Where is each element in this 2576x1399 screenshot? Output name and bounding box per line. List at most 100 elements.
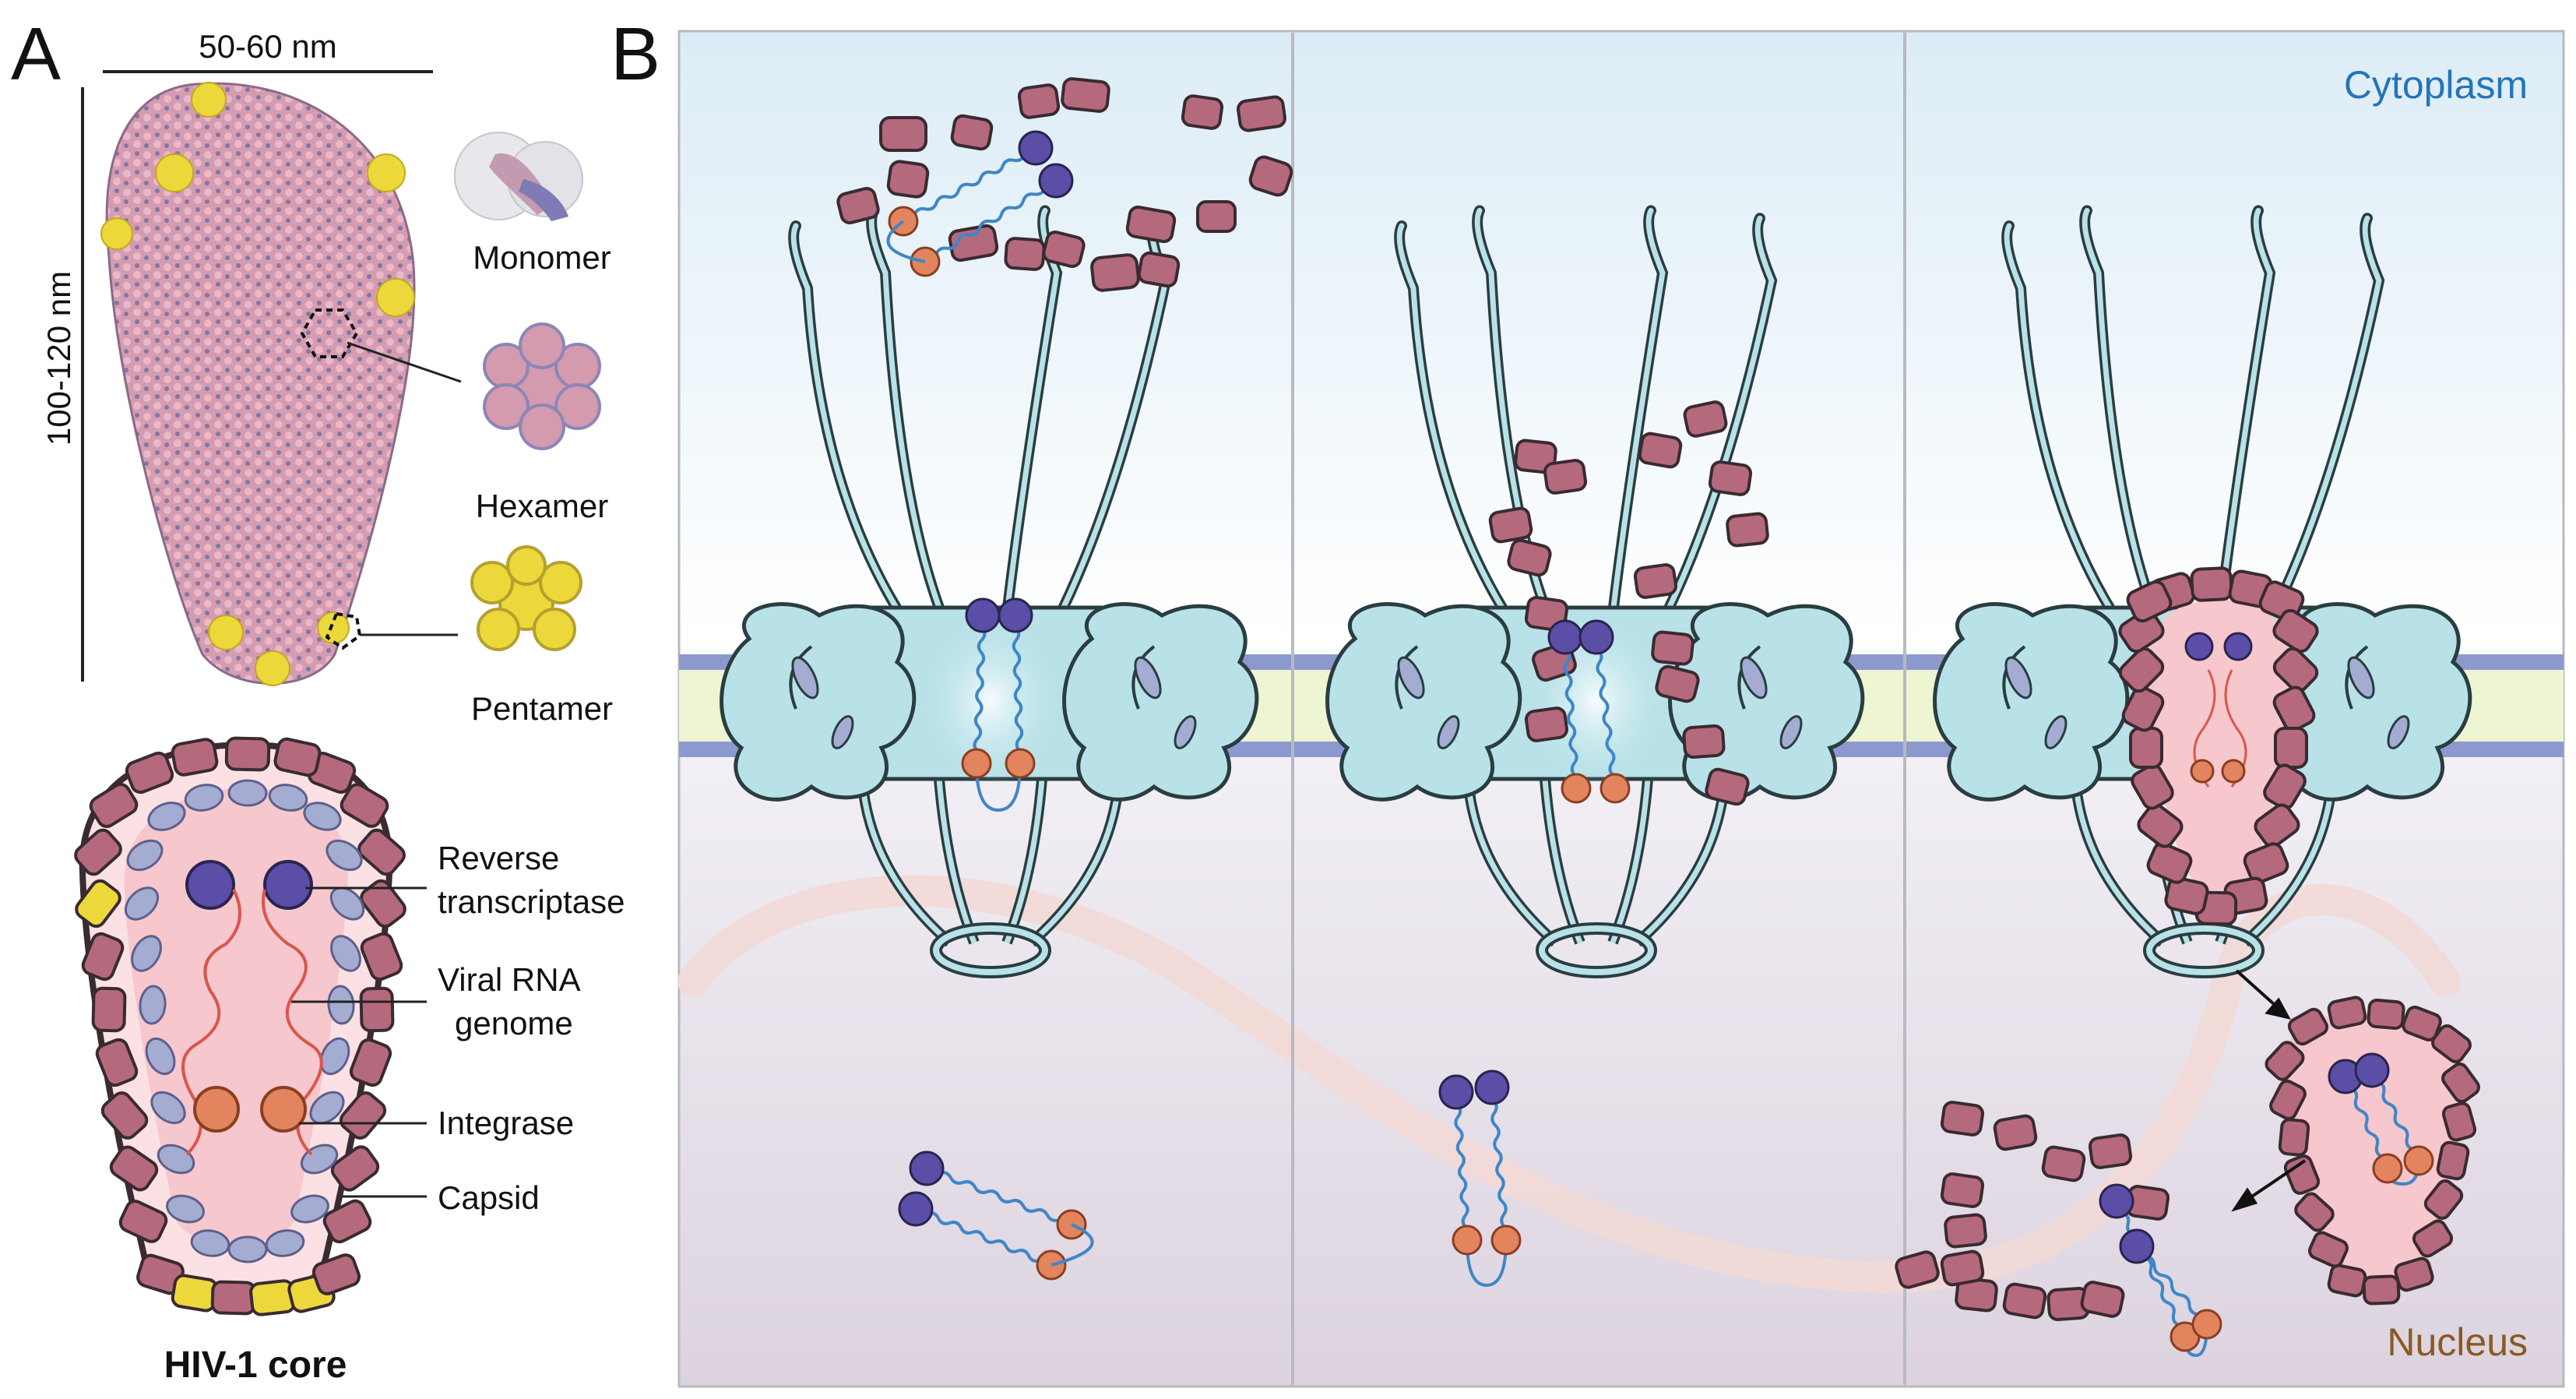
capsid-inner-protein xyxy=(327,985,355,1025)
capsid-protein xyxy=(2431,1024,2472,1064)
capsid-protein xyxy=(322,1199,372,1244)
capsid-protein xyxy=(357,828,406,876)
capsid-protein xyxy=(1940,1101,1985,1136)
capsid-protein xyxy=(1682,724,1726,759)
integrase-left xyxy=(193,1086,240,1133)
reverse-transcriptase xyxy=(2184,632,2214,661)
capsid-protein xyxy=(2367,998,2405,1031)
pore-basket-strut-core xyxy=(2243,778,2335,945)
rt-label-line1: Reverse xyxy=(438,840,559,876)
capsid-protein xyxy=(349,1038,392,1087)
viral-genome xyxy=(1438,1070,1522,1288)
viral-dna-strand xyxy=(2114,1200,2187,1337)
viral-dna-loop xyxy=(1466,1239,1508,1288)
capsid-protein xyxy=(1042,231,1086,268)
capsid-protein xyxy=(171,738,219,777)
capsid-protein xyxy=(1683,400,1728,438)
capsid-protein xyxy=(2272,608,2319,654)
hexamer-leader xyxy=(347,341,462,383)
capsid-protein xyxy=(1196,200,1237,233)
capsid-protein xyxy=(2265,1041,2305,1081)
capsid-protein xyxy=(2412,1219,2454,1258)
panel-label-a: A xyxy=(11,12,61,96)
reverse-transcriptase xyxy=(965,597,1001,633)
capsid-inner-protein xyxy=(265,1229,305,1257)
capsid-protein xyxy=(1940,1249,1985,1287)
reverse-transcriptase xyxy=(2119,1228,2155,1264)
capsid-protein xyxy=(2441,1101,2477,1142)
capsid-proteins-panel-b xyxy=(836,77,2480,1321)
capsid-protein xyxy=(1090,253,1140,292)
pore-filament-core xyxy=(868,207,942,611)
integrase-label: Integrase xyxy=(438,1105,574,1141)
capsid-protein xyxy=(1507,538,1552,577)
reverse-transcriptase xyxy=(1547,619,1583,655)
capsid-inner-protein xyxy=(268,784,308,812)
capsid-protein xyxy=(91,986,127,1033)
integrase xyxy=(1490,1225,1522,1256)
pore-fg-repeat xyxy=(831,715,854,749)
viral-dna-strand xyxy=(973,614,987,765)
viral-dna-strand xyxy=(1488,1086,1510,1242)
pore-filament-core xyxy=(2218,207,2273,611)
capsid-protein xyxy=(224,736,271,772)
viral-dna-strand xyxy=(1561,636,1580,790)
capsid-inner-protein xyxy=(227,779,268,807)
capsid-protein xyxy=(2436,1140,2470,1181)
pore-basket-strut-core xyxy=(2072,778,2165,945)
capsid-protein xyxy=(2278,1118,2310,1157)
nuclear-pores xyxy=(720,205,2472,978)
capsid-inner-protein xyxy=(139,985,167,1025)
viral-dna-strand xyxy=(1592,636,1619,790)
pore-fg-repeat xyxy=(1740,656,1768,700)
panel-label-b: B xyxy=(611,12,660,96)
capsid-protein xyxy=(1004,237,1046,271)
capsid-protein xyxy=(2146,842,2193,884)
capsid-protein xyxy=(2041,1145,2086,1182)
capsid-protein xyxy=(2137,803,2184,848)
core-title: HIV-1 core xyxy=(164,1344,347,1386)
capsid-protein xyxy=(836,187,880,224)
core-reverse-transcriptase xyxy=(185,860,313,910)
capsid-protein xyxy=(1181,94,1224,130)
reverse-transcriptase xyxy=(2099,1183,2134,1219)
pore-filament-core xyxy=(1005,207,1060,611)
capsid-inner-protein xyxy=(150,1091,186,1125)
capsid-protein xyxy=(2402,1006,2442,1041)
capsid-inner-protein xyxy=(326,839,363,872)
capsid-protein xyxy=(2243,842,2289,884)
capsid-inner-protein xyxy=(329,886,365,921)
pore-fg-repeat xyxy=(1437,715,1460,749)
capsid-protein xyxy=(2274,727,2308,769)
pore-basket-strut-core xyxy=(859,778,952,945)
pore-basket-ring-core xyxy=(933,925,1048,975)
pore-basket-strut-core xyxy=(1465,778,1557,945)
pentamer-protein xyxy=(75,879,121,929)
capsid-inner-protein xyxy=(319,1037,350,1076)
capsid-protein xyxy=(2118,608,2165,654)
transport-arrows xyxy=(2231,969,2307,1212)
nuclear-pore-complex xyxy=(720,205,1259,978)
pentamer-label: Pentamer xyxy=(471,690,613,727)
capsid-protein xyxy=(330,1145,380,1192)
integrase xyxy=(1005,748,1036,779)
viral-dna-loop xyxy=(975,763,1022,812)
viral-genome xyxy=(1547,619,1631,804)
pore-basket-ring-core xyxy=(1539,925,1654,975)
viral-dna-strand xyxy=(914,1208,1053,1266)
pore-scaffold xyxy=(720,602,917,802)
capsid-protein xyxy=(2423,1179,2464,1220)
capsid-protein xyxy=(273,737,322,777)
pore-filament-core xyxy=(1610,207,1666,611)
viral-dna-strand xyxy=(924,178,1057,264)
pore-fg-repeat xyxy=(2347,656,2375,700)
capsid-protein xyxy=(2272,685,2316,732)
capsid-protein xyxy=(1488,506,1533,544)
capsid-protein xyxy=(2131,763,2174,810)
capsid-protein xyxy=(2118,647,2165,693)
reverse-transcriptase xyxy=(2354,1052,2390,1088)
viral-dna-strand xyxy=(903,146,1036,224)
pore-scaffold xyxy=(1325,602,1522,802)
pore-scaffold-detail xyxy=(789,645,813,710)
reverse-transcriptase xyxy=(2223,632,2253,661)
